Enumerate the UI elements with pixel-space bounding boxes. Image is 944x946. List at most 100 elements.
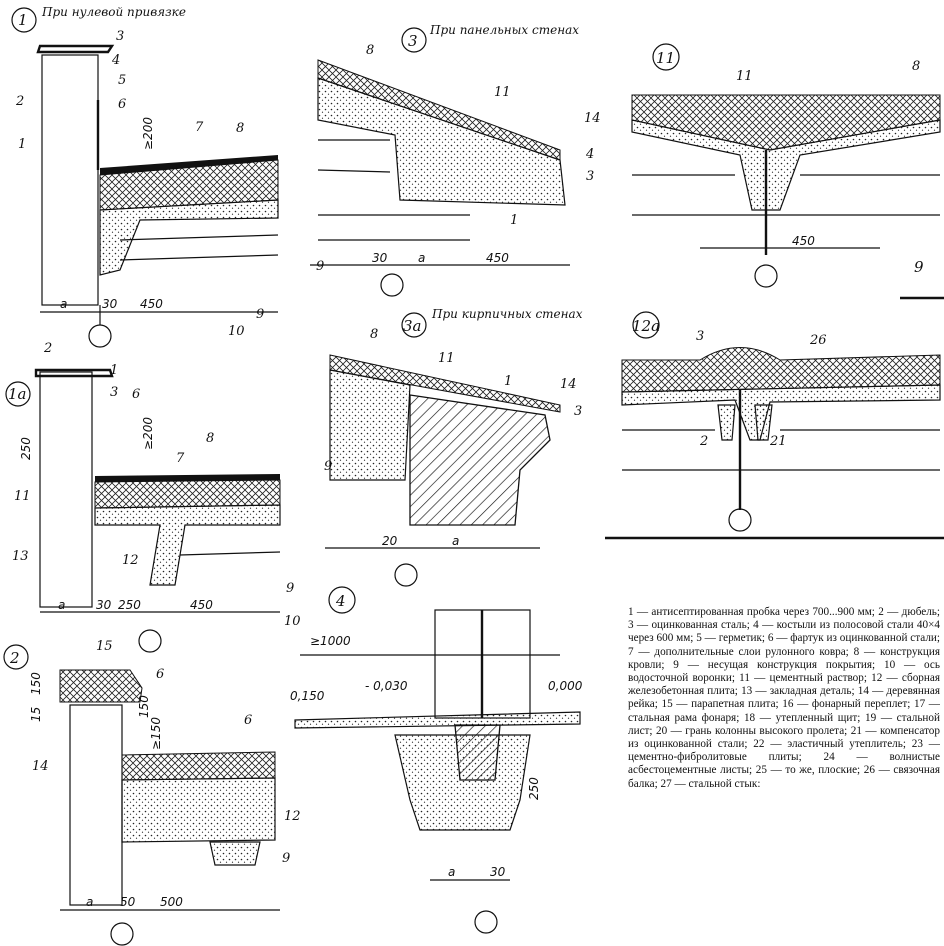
detail-12a-marker [632,311,660,339]
callout-6: 6 [156,667,164,682]
detail-1a-number: 1а [8,385,27,403]
beam-section [454,724,501,781]
dim-450: 450 [190,598,213,612]
dim-250: 250 [118,598,141,612]
detail-3-marker [401,27,427,53]
callout-10: 10 [228,324,245,339]
callout-1: 1 [510,213,518,228]
floor-slab [294,711,581,729]
axis-marker [728,508,752,532]
roof-insulation [621,347,941,393]
roof-slab [94,504,281,586]
callout-11: 11 [438,351,455,366]
roof-slab [329,369,411,481]
callout-7: 7 [195,120,204,135]
detail-1-title: При нулевой привязке [41,5,186,19]
callout-12: 12 [284,809,301,824]
detail-4-marker [328,586,356,614]
roof-membrane [95,474,280,482]
callout-1: 1 [18,137,26,152]
detail-12a-number: 12а [632,317,660,335]
roof-slab [121,777,276,843]
callout-6: 6 [118,97,126,112]
callout-9: 9 [316,259,324,274]
dim-50: 50 [120,895,136,909]
dim-0000: 0,000 [548,679,583,693]
callout-3: 3 [574,404,582,419]
roof-slab [631,119,941,211]
detail-11-marker [652,43,680,71]
callout-6: 6 [132,387,140,402]
callout-3: 3 [116,29,124,44]
callout-8: 8 [206,431,214,446]
detail-1a: 1а a 30 250 450 250 ≥200 1 2 3 6 7 8 9 1… [5,341,301,653]
dim-30: 30 [490,865,506,879]
roof-slab [621,384,941,441]
dim-15: 15 [29,707,43,722]
callout-26: 26 [809,333,827,348]
wall-panel [69,704,123,906]
dim-450: 450 [486,251,509,265]
dim-0030: - 0,030 [365,679,408,693]
callout-14: 14 [32,759,49,774]
callout-3: 3 [586,169,594,184]
callout-8: 8 [912,59,920,74]
callout-8: 8 [370,327,378,342]
dim-a: a [418,251,425,265]
dim-a: a [86,895,93,909]
callout-5: 5 [118,73,126,88]
callout-11: 11 [494,85,511,100]
callout-1: 1 [504,374,512,389]
dim-0150: 0,150 [290,689,325,703]
callout-10: 10 [284,614,301,629]
wall-panel [41,54,99,306]
axis-marker [474,910,498,934]
dim-150: 150 [29,672,43,695]
beam [209,841,261,866]
dim-150-b: 150 [137,695,151,718]
callout-9: 9 [914,258,924,276]
dim-250: 250 [527,777,541,800]
dim-1000: ≥1000 [310,634,351,648]
callout-2: 2 [43,341,52,356]
dim-200: ≥200 [141,117,155,150]
detail-1-marker [11,7,37,33]
dim-20: 20 [382,534,398,548]
detail-3a-marker [401,312,427,338]
callout-8: 8 [366,43,374,58]
callout-15: 15 [96,639,113,654]
detail-4: 4 ≥1000 0,150 - 0,030 0,000 250 a 30 [290,586,583,934]
callout-9: 9 [286,581,294,596]
callout-4: 4 [585,147,594,162]
dim-150-min: ≥150 [149,717,163,750]
axis-marker [88,324,112,348]
dim-250-vert: 250 [19,437,33,460]
detail-3a: 3а При кирпичных стенах 20 a 1 3 8 9 11 … [324,307,583,587]
parapet-plate [59,669,143,703]
callout-2: 2 [699,434,708,449]
dim-a: a [58,598,65,612]
callout-21: 21 [769,434,787,449]
callout-9: 9 [324,459,332,474]
detail-2-marker [3,644,29,670]
dim-a: a [60,297,67,311]
parapet-cap [34,368,114,378]
detail-12a: 12а 2 3 21 26 [605,311,944,540]
detail-4-number: 4 [335,592,346,610]
callout-9: 9 [256,307,264,322]
dim-450: 450 [792,234,815,248]
callout-12: 12 [122,553,139,568]
callout-3: 3 [696,329,704,344]
brick-wall [409,394,551,526]
detail-2: 2 a 50 500 150 15 ≥150 150 6 6 9 12 14 1… [3,639,301,946]
roof-insulation [121,751,276,781]
roof-slab [99,199,279,276]
detail-3: 3 При панельных стенах 30 a 450 1 3 4 8 … [310,23,601,297]
callout-13: 13 [12,549,29,564]
legend-text: 1 — антисептированная пробка через 700..… [628,606,940,790]
dim-a: a [448,865,455,879]
detail-1: 1 При нулевой привязке a 30 450 ≥200 1 2… [11,5,279,348]
callout-4: 4 [111,53,120,68]
dim-30: 30 [372,251,388,265]
